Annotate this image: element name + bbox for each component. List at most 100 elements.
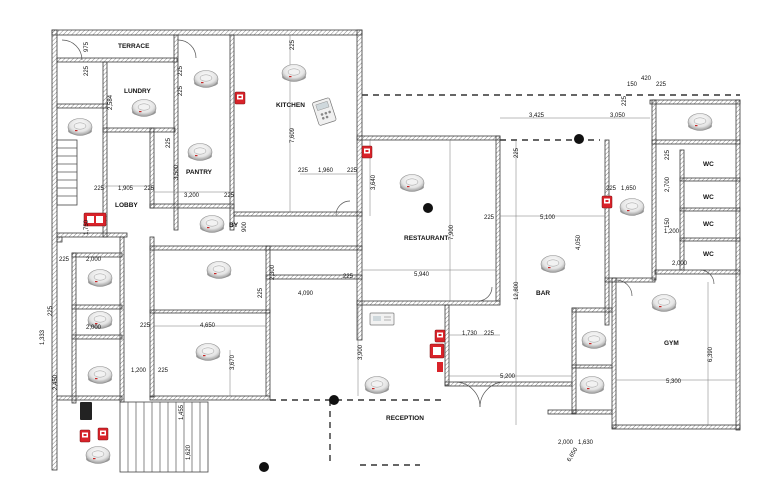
smoke-detector-icon	[206, 261, 232, 279]
dimension-label: 225	[343, 274, 354, 280]
dimension-label: 5,200	[500, 374, 516, 380]
dimension-label: 3,500	[174, 164, 180, 180]
room-label-wc: WC	[703, 251, 714, 258]
dimension-label: 1,455	[179, 404, 185, 420]
room-labels: TERRACE LUNDRY KITCHEN PANTRY LOBBY BY R…	[115, 43, 714, 422]
dimension-label: 4,650	[200, 323, 216, 329]
junction-dots	[259, 134, 584, 472]
manual-call-point-icon	[83, 212, 107, 227]
smoke-detector-icon	[87, 366, 113, 384]
room-label-wc: WC	[703, 221, 714, 228]
smoke-detector-icon	[399, 174, 425, 192]
dimension-label: 5,940	[414, 272, 430, 278]
room-label-by: BY	[229, 222, 239, 229]
dimension-label: 225	[484, 215, 495, 221]
dimension-label: 225	[59, 257, 70, 263]
dimension-label: 1,730	[462, 331, 478, 337]
manual-call-point-icon	[234, 91, 246, 105]
dimension-label: 2,000	[86, 325, 102, 331]
ceiling-junction-icon	[259, 462, 269, 472]
dimension-label: 420	[641, 76, 652, 82]
dimension-label: 2,584	[108, 94, 114, 110]
dimension-label: 225	[84, 65, 90, 76]
smoke-detector-icon	[579, 376, 605, 394]
doors	[61, 39, 715, 408]
smoke-detector-icon	[199, 215, 225, 233]
dimension-label: 2,300	[270, 264, 276, 280]
dimension-label: 1,960	[318, 168, 334, 174]
dimension-label: 225	[94, 186, 105, 192]
dimension-label: 225	[224, 193, 235, 199]
dimension-label: 225	[144, 186, 155, 192]
dimension-label: 1,650	[621, 186, 637, 192]
dimension-label: 225	[606, 186, 617, 192]
dimension-label: 225	[48, 305, 54, 316]
room-label-terrace: TERRACE	[118, 43, 150, 50]
manual-call-point-icon	[434, 329, 446, 343]
dimension-label: 225	[166, 137, 172, 148]
fire-alarm-panel-icon	[312, 97, 337, 126]
dimension-label: 150	[627, 82, 638, 88]
dimension-label: 225	[158, 368, 169, 374]
dimension-label: 225	[622, 95, 628, 106]
dimension-label: 5,100	[540, 215, 556, 221]
dimension-label: 3,200	[184, 193, 200, 199]
ceiling-junction-icon	[423, 203, 433, 213]
smoke-detector-icon	[87, 269, 113, 287]
dimension-label: 225	[298, 168, 309, 174]
room-label-lundry: LUNDRY	[124, 88, 152, 95]
dimension-label: 3,900	[358, 344, 364, 360]
dimension-label: 3,050	[610, 113, 626, 119]
dimension-label: 5,300	[666, 379, 682, 385]
dimension-label: 7,900	[449, 224, 455, 240]
dimension-label: 3,640	[371, 174, 377, 190]
dimension-lines	[104, 35, 736, 425]
control-keypad-icon	[80, 402, 92, 420]
room-label-gym: GYM	[664, 340, 679, 347]
dimension-label: 6,650	[567, 446, 580, 463]
dimension-label: 1,333	[40, 329, 46, 345]
dimension-label: 1,200	[131, 368, 147, 374]
dimension-label: 225	[178, 65, 184, 76]
dimension-label: 2,000	[558, 440, 574, 446]
ceiling-junction-icon	[574, 134, 584, 144]
dimension-label: 4,090	[298, 291, 314, 297]
dimension-label: 2,000	[672, 261, 688, 267]
dimension-label: 7,609	[290, 127, 296, 143]
room-label-pantry: PANTRY	[186, 169, 213, 176]
room-label-restaurant: RESTAURANT	[404, 235, 448, 242]
room-label-kitchen: KITCHEN	[276, 102, 305, 109]
dimension-label: 150	[665, 217, 671, 228]
staircase-left	[56, 139, 78, 206]
dimension-label: 225	[140, 323, 151, 329]
dimension-label: 225	[665, 149, 671, 160]
smoke-detector-icon	[281, 64, 307, 82]
walls	[51, 29, 741, 471]
dimension-label: 225	[258, 287, 264, 298]
smoke-detector-icon	[581, 331, 607, 349]
dimension-label: 225	[347, 168, 358, 174]
dimension-label: 900	[242, 221, 248, 232]
call-points	[79, 91, 613, 443]
manual-call-point-icon	[79, 429, 91, 443]
room-label-reception: RECEPTION	[386, 415, 424, 422]
dimension-label: 3,425	[529, 113, 545, 119]
fire-alarm-panel-icon	[369, 312, 395, 326]
smoke-detector-icon	[364, 376, 390, 394]
room-label-wc: WC	[703, 161, 714, 168]
dimension-labels: 975 225 225 225 2,584 225 7,609 225 3,50…	[40, 39, 714, 463]
room-label-lobby: LOBBY	[115, 202, 138, 209]
smoke-detector-icon	[131, 99, 157, 117]
dimension-label: 975	[84, 41, 90, 52]
dimension-label: 3,670	[230, 354, 236, 370]
dashed-outlines	[270, 94, 740, 466]
dimension-label: 2,000	[86, 257, 102, 263]
room-label-wc: WC	[703, 194, 714, 201]
dimension-label: 225	[178, 85, 184, 96]
dimension-label: 1,200	[664, 229, 680, 235]
manual-call-point-icon	[97, 427, 109, 441]
smoke-detector-icon	[195, 343, 221, 361]
smoke-detector-icon	[619, 198, 645, 216]
